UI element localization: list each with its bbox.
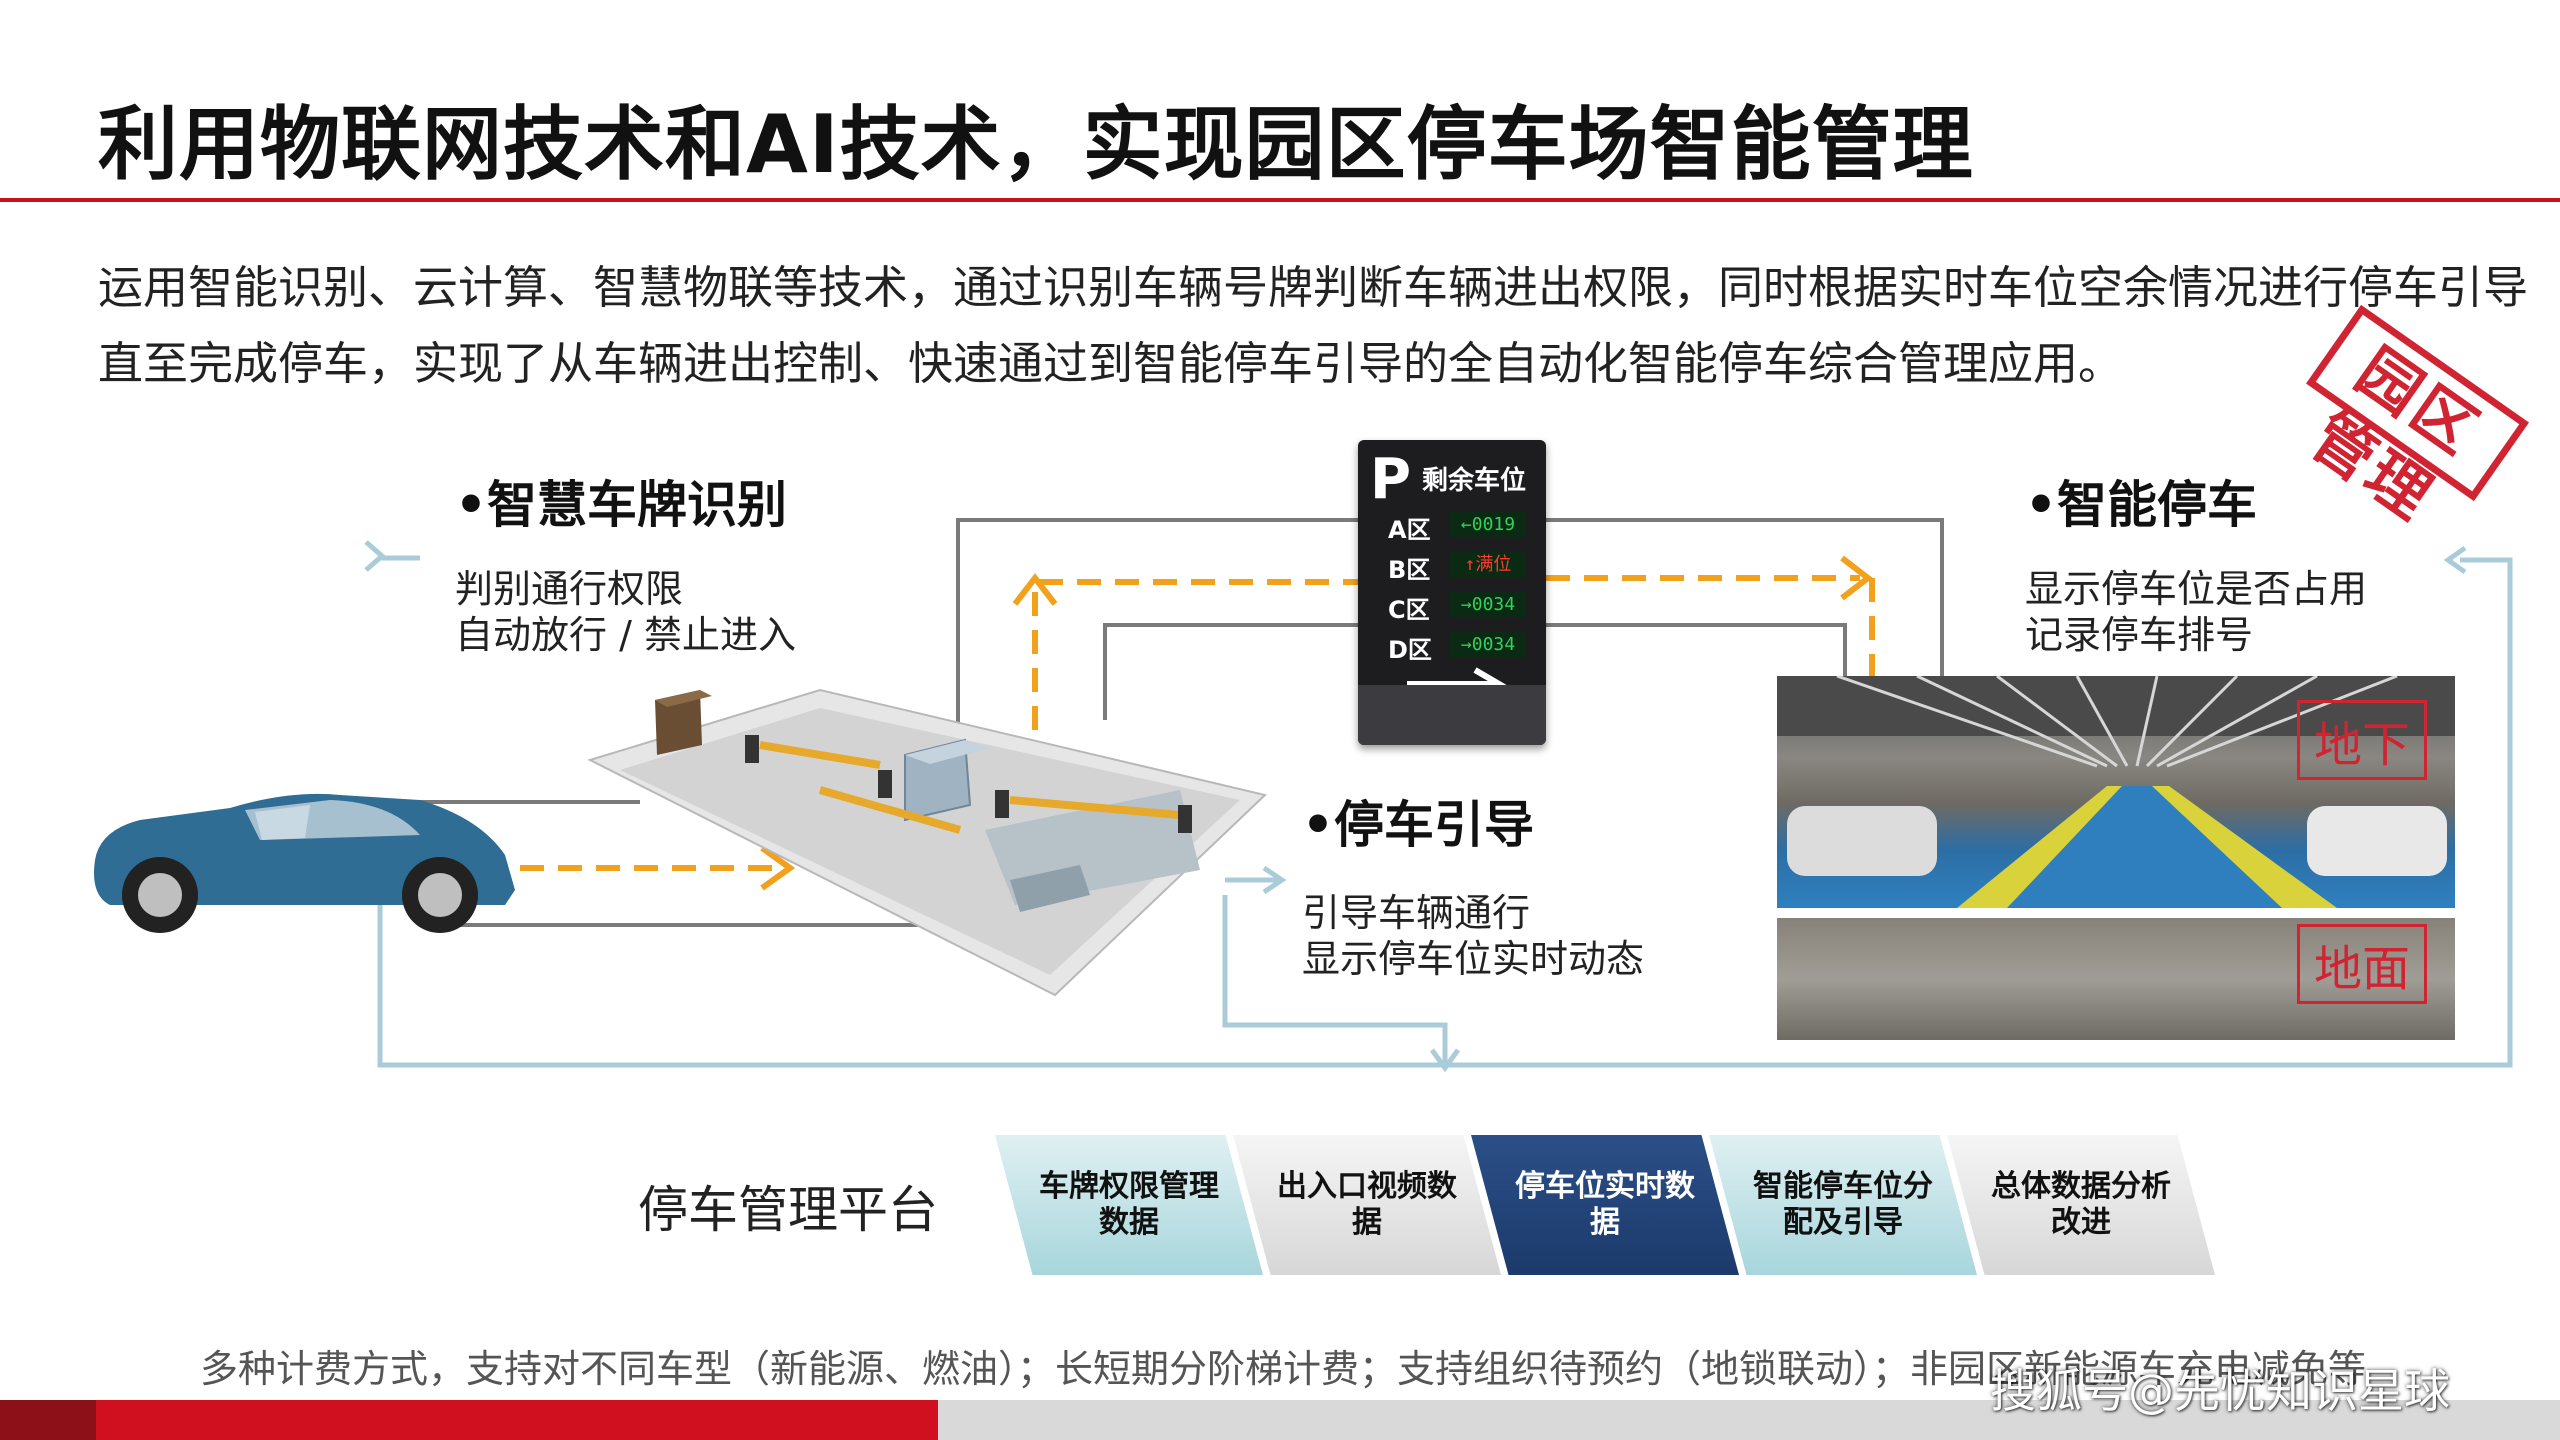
ground-label: 地面 [2297,924,2428,1004]
footer-bar-red [96,1400,938,1440]
sign-zone: D区 [1388,636,1432,664]
billing-footnote: 多种计费方式，支持对不同车型（新能源、燃油）；长短期分阶梯计费；支持组织待预约（… [200,1347,2367,1391]
sign-zone: C区 [1388,596,1430,624]
footer-bar-gray [938,1400,2560,1440]
plate-recognition-title: •智慧车牌识别 [455,476,787,534]
parking-p-icon: P [1370,447,1412,512]
platform-label: 停车管理平台 [638,1181,938,1239]
underground-parking-photo: 地下 [1777,676,2455,908]
sign-row-d: D区 →0034 [1388,630,1538,664]
sign-count: →0034 [1450,632,1526,658]
footer-bar-dark [0,1400,96,1440]
page-title: 利用物联网技术和AI技术，实现园区停车场智能管理 [98,98,1974,191]
parking-guide-title: •停车引导 [1302,796,1534,854]
orange-dashed-arrows [520,575,1875,871]
platform-step-realtime-space: 停车位实时数据 [1471,1135,1739,1275]
orange-arrowheads [760,555,1873,891]
step-line-1: 总体数据分析 [1991,1169,2171,1204]
platform-step-space-allocation: 智能停车位分配及引导 [1709,1135,1977,1275]
intro-line-2: 直至完成停车，实现了从车辆进出控制、快速通过到智能停车引导的全自动化智能停车综合… [98,337,2124,390]
intro-line-1: 运用智能识别、云计算、智慧物联等技术，通过识别车辆号牌判断车辆进出权限，同时根据… [98,261,2529,314]
step-line-2: 据 [1590,1205,1620,1240]
sign-zone: A区 [1388,516,1431,544]
parking-guide-text-2: 显示停车位实时动态 [1302,937,1645,981]
smart-parking-text-2: 记录停车排号 [2025,613,2254,657]
sign-row-b: B区 ↑满位 [1388,550,1538,584]
source-watermark: 搜狐号@先忧知识星球 [1990,1364,2450,1418]
parking-guide-text-1: 引导车辆通行 [1302,891,1531,935]
title-divider [0,198,2560,202]
step-line-1: 车牌权限管理 [1039,1169,1219,1204]
feedback-loop-lines [377,555,2513,1068]
sign-row-a: A区 ←0019 [1388,510,1538,544]
underground-label: 地下 [2297,700,2428,780]
step-line-2: 据 [1352,1205,1382,1240]
sign-base [1358,685,1546,745]
blue-arrowheads [364,540,2467,1073]
intro-paragraph: 运用智能识别、云计算、智慧物联等技术，通过识别车辆号牌判断车辆进出权限，同时根据… [98,250,2529,402]
underground-lane-drawing [1777,676,2455,908]
plate-recognition-text-2: 自动放行 / 禁止进入 [455,613,796,657]
plate-recognition-text-1: 判别通行权限 [455,567,684,611]
step-line-1: 停车位实时数 [1515,1169,1695,1204]
car-illustration [94,793,515,933]
sign-header: 剩余车位 [1422,466,1527,496]
sign-zone: B区 [1388,556,1431,584]
platform-step-entrance-video: 出入口视频数据 [1233,1135,1501,1275]
remaining-spaces-sign: P 剩余车位 A区 ←0019 B区 ↑满位 C区 →0034 D区 →0034 [1358,440,1546,745]
smart-parking-title: •智能停车 [2025,476,2257,534]
step-line-2: 数据 [1099,1205,1159,1240]
smart-parking-text-1: 显示停车位是否占用 [2025,567,2368,611]
step-line-1: 出入口视频数 [1277,1169,1457,1204]
sign-count: ←0019 [1450,512,1526,538]
platform-step-plate-permission: 车牌权限管理数据 [995,1135,1263,1275]
gate-plaza-illustration [587,688,1268,997]
step-line-2: 改进 [2051,1205,2111,1240]
ground-parking-photo: 地面 [1777,918,2455,1040]
sign-count: →0034 [1450,592,1526,618]
sign-row-c: C区 →0034 [1388,590,1538,624]
platform-step-data-analysis: 总体数据分析改进 [1947,1135,2215,1275]
step-line-2: 配及引导 [1783,1205,1903,1240]
sign-count: ↑满位 [1450,552,1526,578]
step-line-1: 智能停车位分 [1753,1169,1933,1204]
